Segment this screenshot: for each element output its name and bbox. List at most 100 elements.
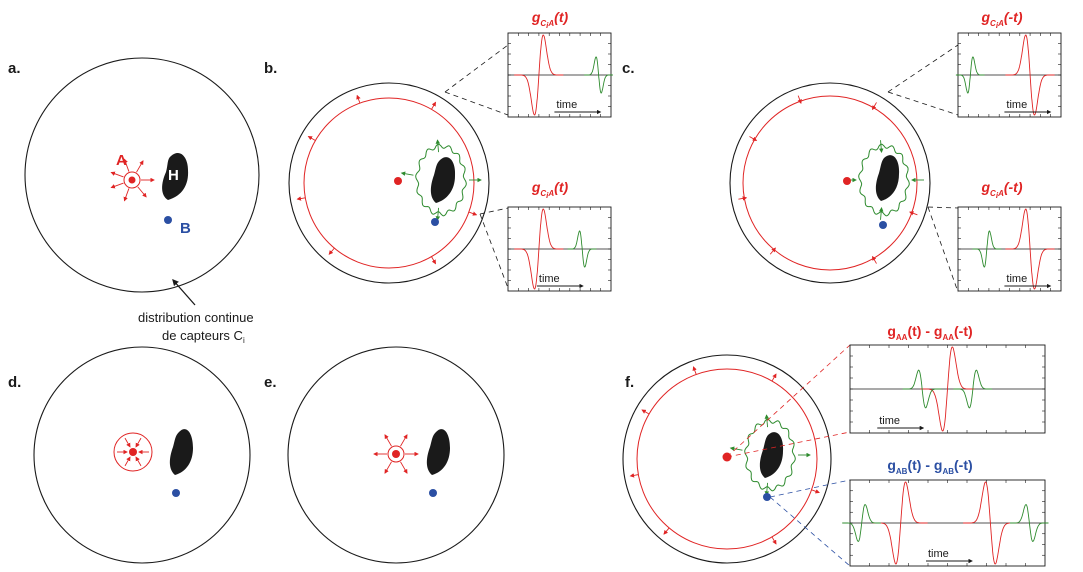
incoming-arrow xyxy=(872,255,877,264)
source-a-label: A xyxy=(116,152,127,169)
panel-e-receiver xyxy=(429,489,437,497)
trace-pulse xyxy=(972,230,1002,268)
plot-f-red-title: gAA(t) - gAA(-t) xyxy=(887,323,972,342)
diverging-arrow xyxy=(384,461,392,474)
source-a xyxy=(110,158,155,202)
panel-a-boundary-circle xyxy=(24,57,260,293)
panel-c-scattered-wavefront xyxy=(858,143,910,217)
leader-f-red-1 xyxy=(726,344,851,458)
plot-f-blue-title: gAB(t) - gAB(-t) xyxy=(887,457,972,476)
converging-arrow xyxy=(135,456,142,467)
outgoing-arrow xyxy=(431,101,436,110)
panel-d-label: d. xyxy=(8,374,21,391)
time-label: time xyxy=(1006,99,1027,111)
panel-b-outgoing-arrows xyxy=(296,94,478,265)
scattered-arrow xyxy=(879,206,884,220)
incoming-arrow xyxy=(749,136,758,141)
panel-c-red-wavefront xyxy=(742,95,918,271)
trace-pulse xyxy=(842,504,881,542)
time-label: time xyxy=(556,99,577,111)
source-ray-arrow xyxy=(110,171,124,178)
trace-pulse xyxy=(1005,34,1055,116)
outgoing-arrow xyxy=(328,247,335,255)
panel-b-source-a xyxy=(394,177,402,185)
panel-e-label: e. xyxy=(264,374,277,391)
panel-f-arrow xyxy=(771,373,777,382)
scattered-arrow xyxy=(400,171,414,176)
panel-b-red-wavefront xyxy=(303,97,475,269)
receiver-b-label: B xyxy=(180,220,191,237)
panel-b-receiver-b xyxy=(431,218,439,226)
scattered-arrow xyxy=(435,207,441,221)
panel-a: a. A H B distribution continue de capteu… xyxy=(8,57,260,345)
panel-f: f. xyxy=(622,344,851,567)
time-label: time xyxy=(928,548,949,560)
converging-arrow xyxy=(124,437,131,448)
scattered-arrow xyxy=(435,139,441,153)
panel-e-boundary-circle xyxy=(287,346,505,564)
trace-pulse xyxy=(953,369,992,409)
scattered-arrow xyxy=(764,414,770,428)
source-ray-arrow xyxy=(137,186,147,198)
panel-e-source xyxy=(392,450,400,458)
trace-plot: time xyxy=(849,344,1046,434)
scattered-arrow xyxy=(879,140,884,154)
panel-f-receiver-b xyxy=(763,493,771,501)
panel-d-receiver xyxy=(172,489,180,497)
panel-c-scatterer xyxy=(875,155,900,201)
panel-f-arrow xyxy=(641,409,650,415)
diverging-arrow xyxy=(400,461,408,474)
trace-plot: time xyxy=(507,32,613,118)
time-label: time xyxy=(539,273,560,285)
panel-b-scattered-wavefront xyxy=(415,143,467,217)
source-ray-arrow xyxy=(136,160,144,173)
trace-pulse xyxy=(920,346,975,432)
leader-b-top-1 xyxy=(444,44,509,93)
panel-b-scatterer xyxy=(430,157,456,203)
leader-f-blue-1 xyxy=(769,479,851,498)
annotation-line-1: distribution continue xyxy=(138,310,254,325)
trace-plot: time xyxy=(955,32,1062,118)
trace-pulse xyxy=(955,56,985,94)
time-label: time xyxy=(879,415,900,427)
outgoing-arrow xyxy=(307,136,316,141)
trace-plot: time xyxy=(957,206,1062,292)
outgoing-arrow xyxy=(296,196,306,201)
trace-pulse xyxy=(963,481,1018,565)
converging-arrow xyxy=(135,437,142,448)
panel-e-diverging-arrows xyxy=(373,434,419,474)
leader-c-bot-1 xyxy=(927,206,959,209)
panel-d-focal-circle xyxy=(113,432,153,472)
trace-pulse xyxy=(1005,208,1055,290)
panel-c-source-a xyxy=(843,177,851,185)
panel-f-outer-circle xyxy=(622,354,832,564)
panel-d: d. xyxy=(8,346,251,564)
incoming-arrow xyxy=(738,196,748,201)
panel-f-red-wavefront xyxy=(636,368,818,550)
panel-f-scattered-arrows xyxy=(729,414,811,496)
source-ray-arrow xyxy=(110,182,124,189)
scattered-arrow xyxy=(764,482,770,496)
panel-f-arrow xyxy=(629,473,639,478)
incoming-arrow xyxy=(769,247,776,255)
leader-f-blue-2 xyxy=(769,496,851,567)
incoming-arrow xyxy=(797,95,802,104)
time-label: time xyxy=(1006,273,1027,285)
panel-f-scatterer xyxy=(759,432,784,478)
panel-e-scatterer xyxy=(426,429,450,475)
trace-pulse xyxy=(873,481,928,565)
scatterer-h xyxy=(162,152,189,200)
panel-b-scattered-arrows xyxy=(400,139,482,221)
source-ray-arrow xyxy=(123,188,130,202)
panel-a-label: a. xyxy=(8,60,21,77)
panel-f-arrows xyxy=(629,366,820,545)
leader-c-top-1 xyxy=(887,44,959,93)
source-ray-arrow xyxy=(123,158,130,172)
panel-f-arrow xyxy=(771,536,777,545)
panel-c-label: c. xyxy=(622,60,635,77)
trace-pulse xyxy=(514,208,564,290)
panel-f-arrow xyxy=(663,527,670,535)
trace-plots: time time time time time time xyxy=(507,32,1062,567)
trace-pulse xyxy=(902,369,942,409)
leader-c-bot-2 xyxy=(927,206,959,293)
